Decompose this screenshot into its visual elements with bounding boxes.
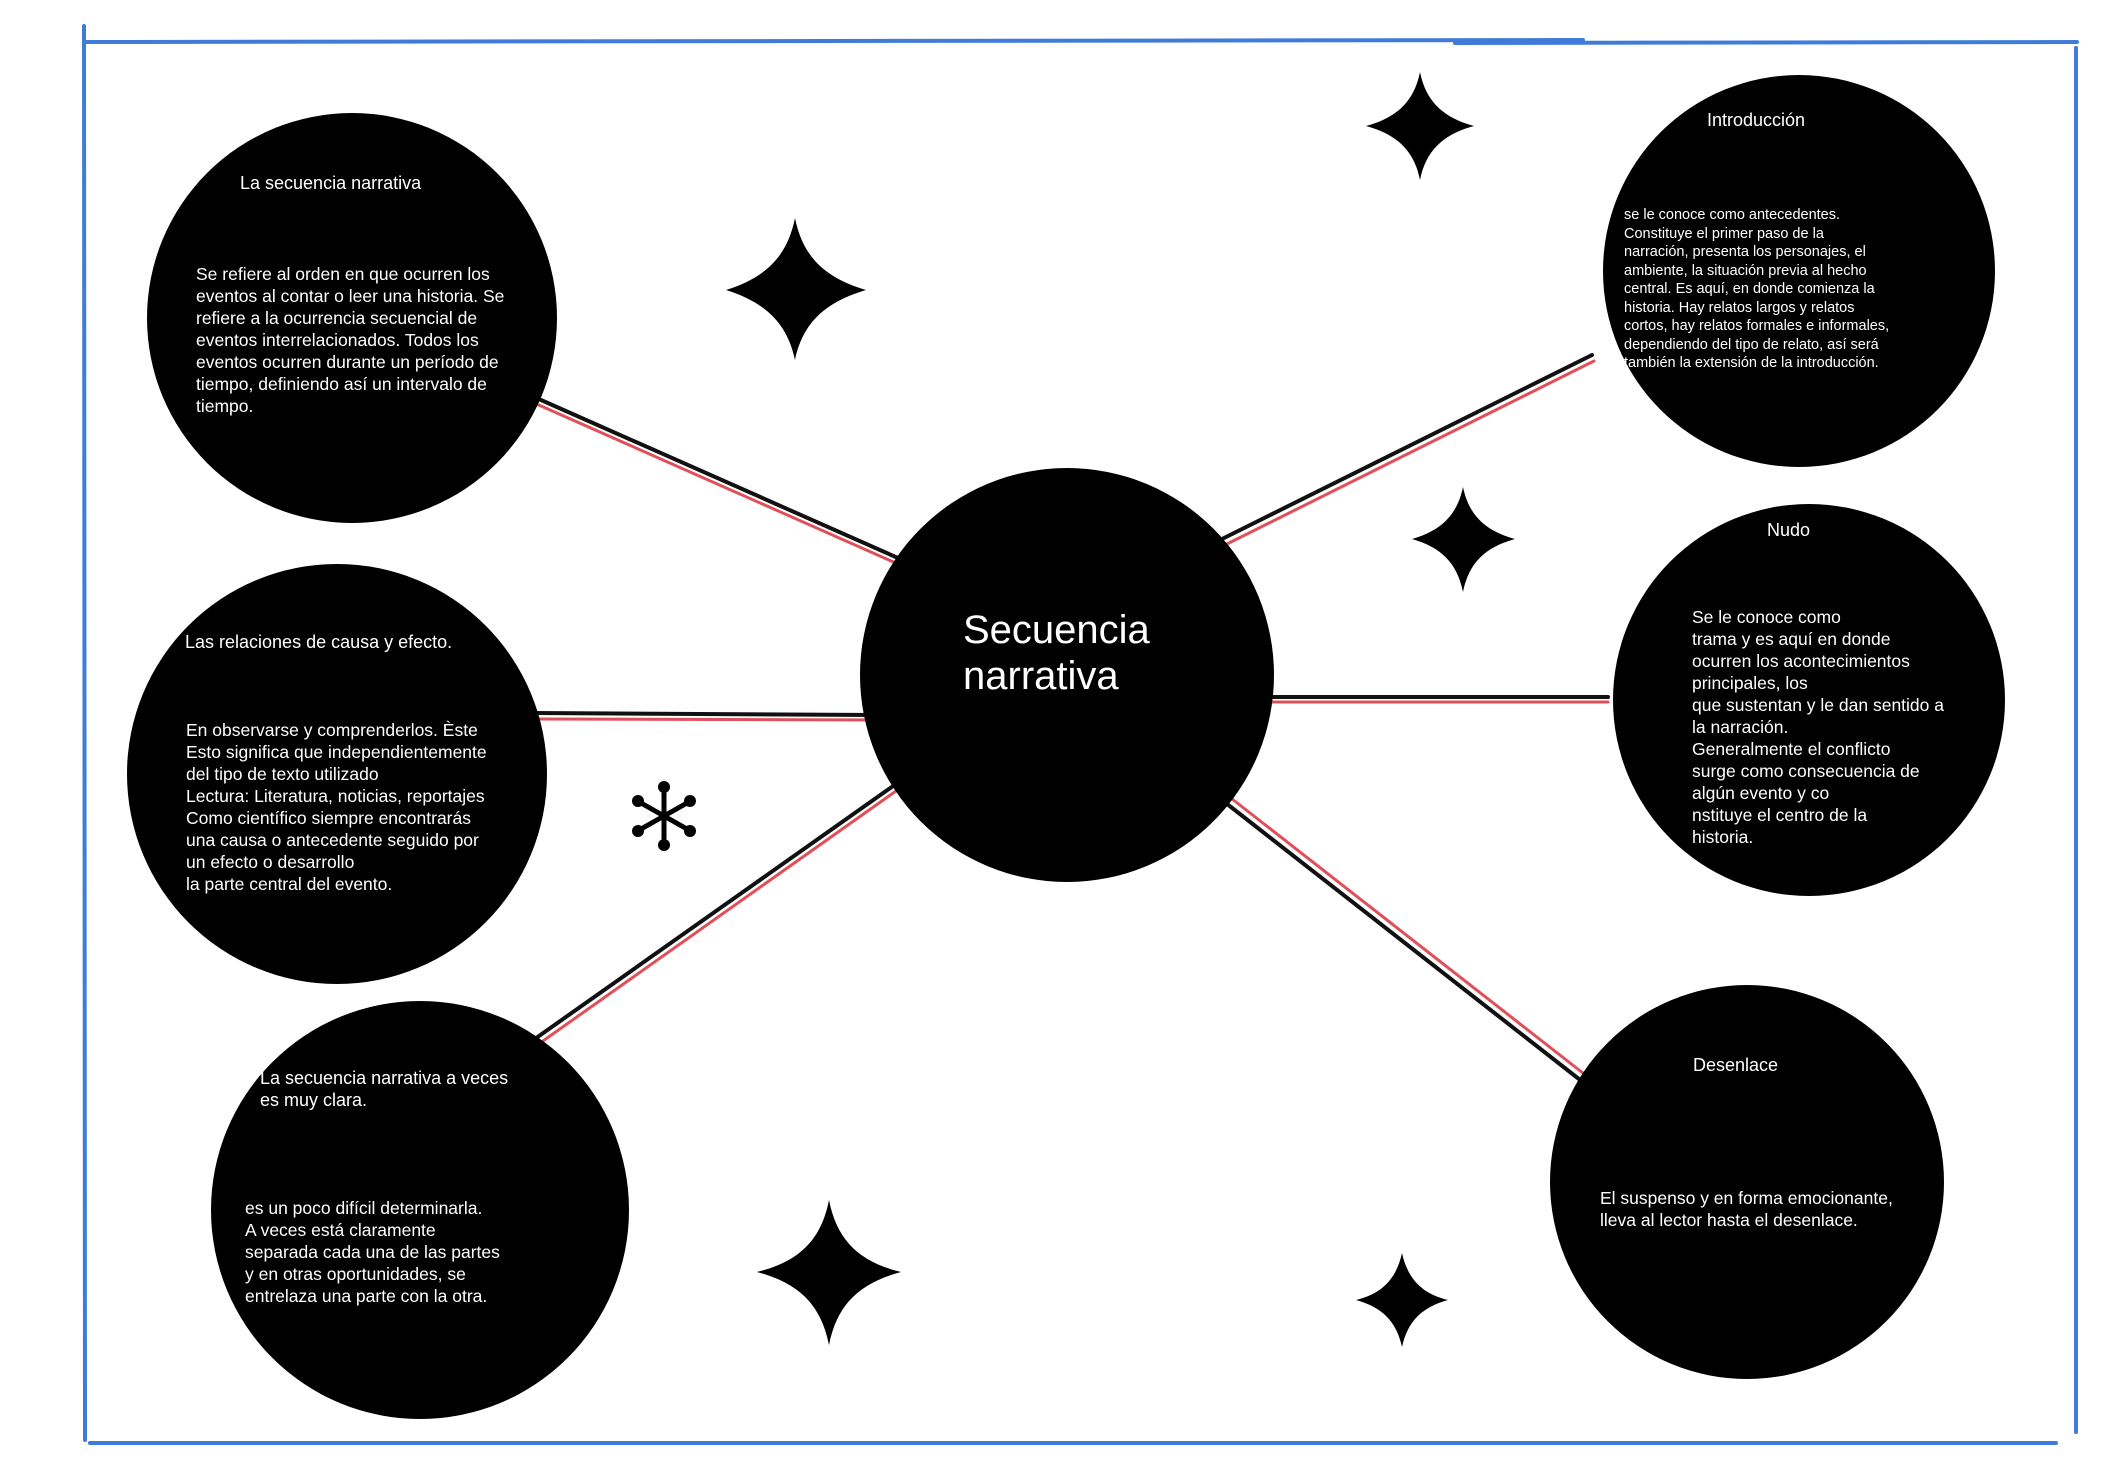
- sparkle-star-icon: [1412, 487, 1515, 592]
- frame-top-line: [84, 38, 1585, 44]
- connector-cause-effect: [532, 711, 877, 722]
- page-frame: [82, 24, 2079, 1445]
- desenlace-title: Desenlace: [1693, 1055, 1779, 1075]
- sparkle-star-icon: [1366, 72, 1474, 180]
- decorations: [632, 72, 1515, 1347]
- node-clarity: [211, 1001, 629, 1419]
- node-center: [860, 468, 1274, 882]
- frame-top-line-right: [1453, 40, 2079, 45]
- cause-effect-title: Las relaciones de causa y efecto.: [185, 632, 453, 652]
- connectors: [520, 353, 1610, 1085]
- node-desenlace: [1550, 985, 1944, 1379]
- nudo-title: Nudo: [1767, 520, 1811, 540]
- connector-clarity: [520, 782, 898, 1055]
- introduccion-body: se le conoce como antecedentes. Constitu…: [1624, 207, 1890, 371]
- sparkle-star-icon: [757, 1200, 901, 1345]
- sparkle-star-icon: [726, 218, 866, 360]
- asterisk-icon: [632, 781, 696, 851]
- nodes: [127, 75, 2005, 1419]
- desenlace-body: El suspenso y en forma emocionante, llev…: [1600, 1188, 1893, 1230]
- node-cause-effect: [127, 564, 547, 984]
- connector-desenlace: [1220, 793, 1590, 1085]
- center-title: Secuencia narrativa: [963, 608, 1150, 698]
- cause-effect-body: En observarse y comprenderlos. Èste Esto…: [186, 720, 487, 894]
- node-definition: [147, 113, 557, 523]
- node-introduccion: [1603, 75, 1995, 467]
- node-nudo: [1613, 504, 2005, 896]
- clarity-body: es un poco difícil determinarla. A veces…: [245, 1198, 500, 1306]
- introduccion-title: Introducción: [1707, 110, 1806, 130]
- sparkle-star-icon: [1356, 1253, 1448, 1347]
- connector-introduccion: [1220, 353, 1596, 547]
- frame-left-line: [82, 24, 87, 1442]
- definition-body: Se refiere al orden en que ocurren los e…: [196, 264, 505, 416]
- definition-title: La secuencia narrativa: [240, 173, 422, 193]
- connector-definition: [530, 394, 900, 566]
- connector-nudo: [1270, 695, 1610, 704]
- nudo-body: Se le conoce como trama y es aquí en don…: [1692, 607, 1944, 847]
- clarity-title: La secuencia narrativa a veces es muy cl…: [260, 1068, 509, 1110]
